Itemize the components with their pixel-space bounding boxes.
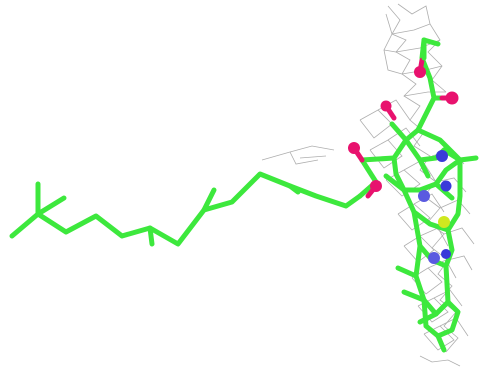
phytyl-tail [9,155,397,247]
density-mesh [261,3,475,367]
nitrogen-atoms [418,150,452,264]
nitrogen-atom-icon [441,249,451,259]
nitrogen-atom-icon [428,252,440,264]
oxygen-atoms [348,57,459,199]
nitrogen-atom-icon [436,150,448,162]
nitrogen-atom-icon [440,180,452,192]
metal-atom-icon [438,216,450,228]
nitrogen-atom-icon [418,190,430,202]
ester-branch [421,37,441,61]
